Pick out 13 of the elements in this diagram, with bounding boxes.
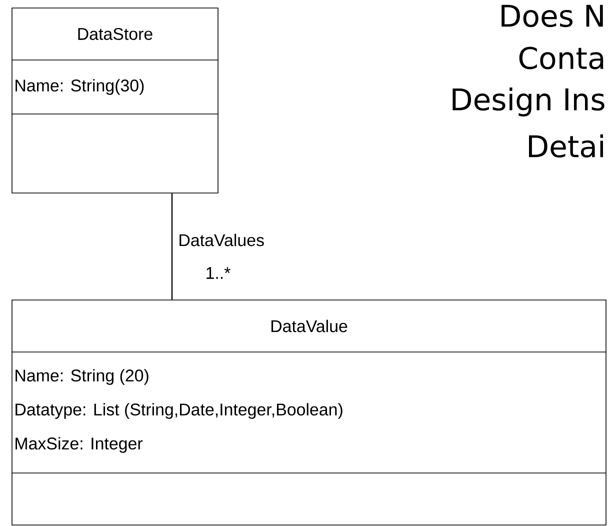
edge-label: DataValues <box>180 234 264 246</box>
attribute-text: Name: String (20) <box>16 369 148 385</box>
association-line <box>171 193 173 300</box>
attribute-text: Datatype: List (String,Date,Integer,Boolean) <box>16 403 342 419</box>
attribute-text: MaxSize: Integer <box>16 437 143 453</box>
heading-text: Does N <box>502 4 603 28</box>
class-name: DataValue <box>271 320 348 332</box>
heading-text: Design Ins <box>452 88 604 116</box>
attribute-text: Name: String(30) <box>16 79 144 95</box>
multiplicity-label: 1..* <box>206 267 230 279</box>
heading-text: Conta <box>519 46 604 70</box>
heading-text: Detai <box>529 134 603 158</box>
class-name: DataStore <box>78 28 152 40</box>
